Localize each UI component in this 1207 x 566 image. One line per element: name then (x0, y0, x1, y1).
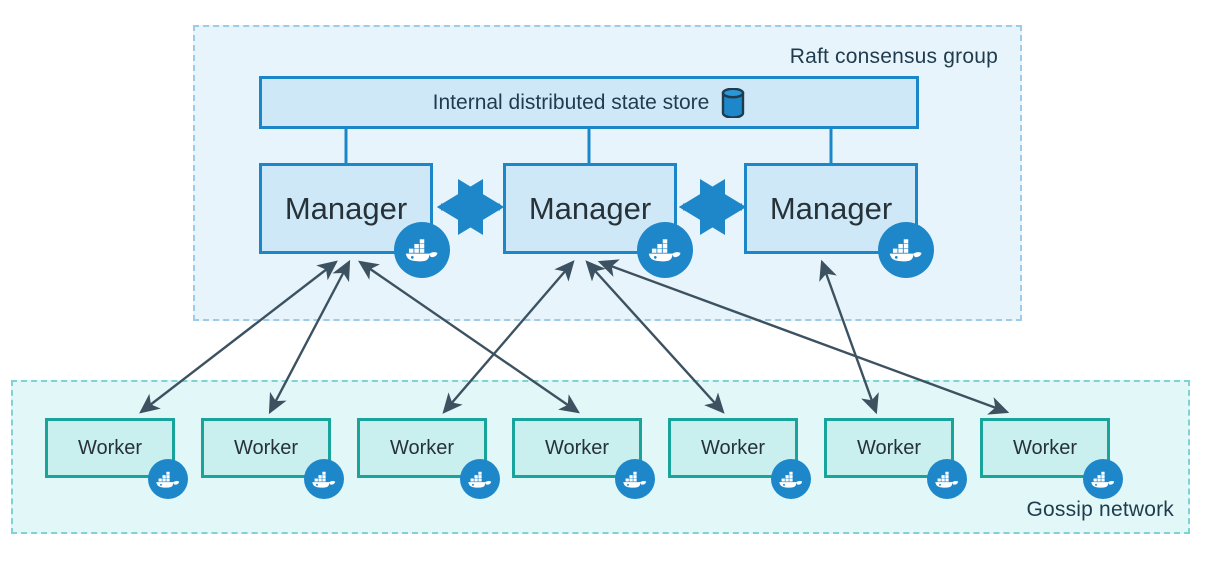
worker-label: Worker (856, 436, 922, 459)
raft-consensus-group-label: Raft consensus group (789, 45, 998, 68)
manager-node-3[interactable]: Manager (744, 163, 918, 254)
database-cylinder-icon (721, 87, 745, 119)
docker-whale-icon (878, 222, 934, 278)
state-store-label: Internal distributed state store (432, 90, 710, 114)
internal-state-store-box[interactable]: Internal distributed state store (259, 76, 919, 129)
manager-label: Manager (528, 190, 652, 226)
manager-label: Manager (769, 190, 893, 226)
worker-label: Worker (700, 436, 766, 459)
docker-whale-icon (304, 459, 344, 499)
worker-label: Worker (389, 436, 455, 459)
manager-node-2[interactable]: Manager (503, 163, 677, 254)
gossip-network-label: Gossip network (1026, 498, 1174, 521)
docker-whale-icon (771, 459, 811, 499)
worker-label: Worker (233, 436, 299, 459)
docker-whale-icon (148, 459, 188, 499)
worker-node-1[interactable]: Worker (45, 418, 175, 478)
docker-whale-icon (615, 459, 655, 499)
docker-whale-icon (927, 459, 967, 499)
worker-label: Worker (1012, 436, 1078, 459)
worker-label: Worker (77, 436, 143, 459)
docker-whale-icon (394, 222, 450, 278)
worker-node-3[interactable]: Worker (357, 418, 487, 478)
worker-label: Worker (544, 436, 610, 459)
manager-label: Manager (284, 190, 408, 226)
docker-whale-icon (1083, 459, 1123, 499)
docker-whale-icon (460, 459, 500, 499)
docker-whale-icon (637, 222, 693, 278)
